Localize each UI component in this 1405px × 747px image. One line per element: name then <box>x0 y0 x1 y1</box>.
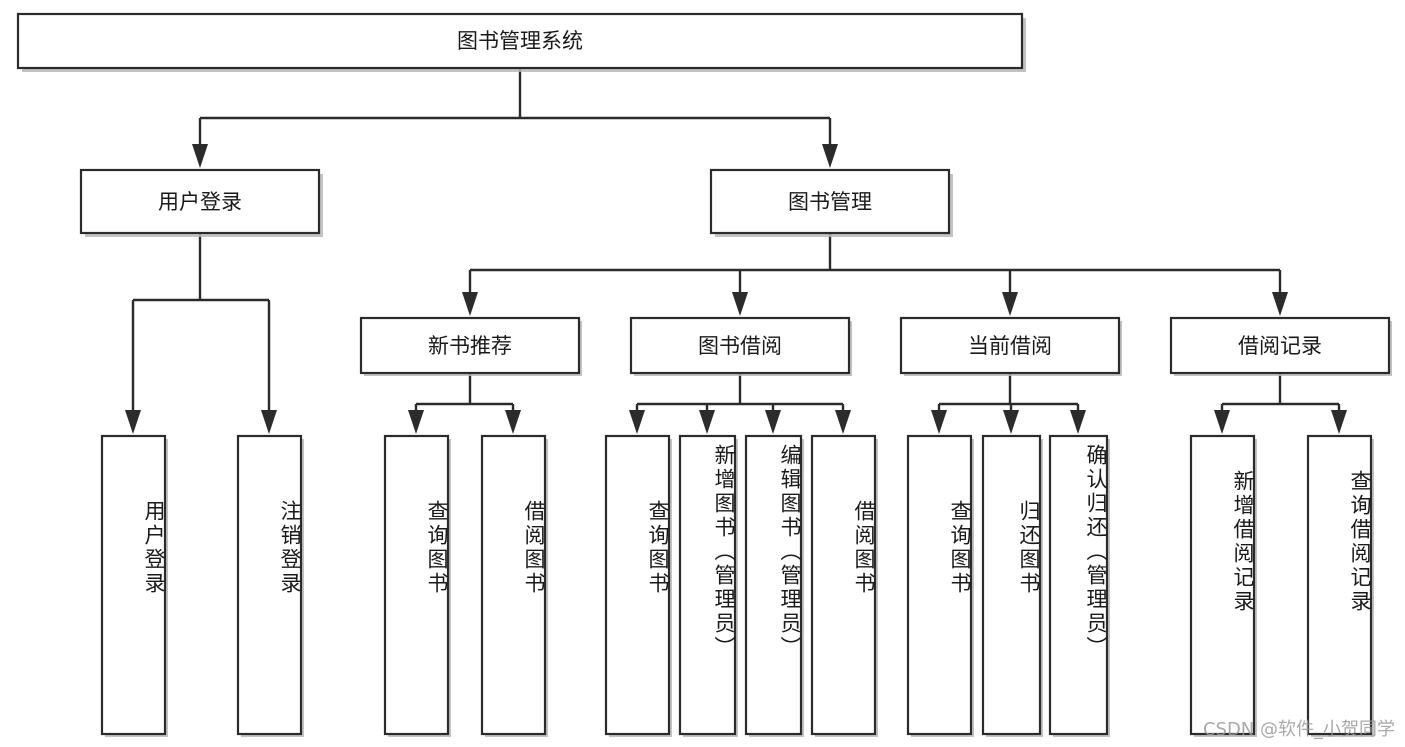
leaf-query-book-borrow-rect <box>604 434 671 736</box>
node-root-rect <box>16 12 1024 70</box>
arrow-leaf-borrow-book-icon <box>835 410 851 434</box>
leaf-node-query-borrow-record[interactable] <box>1306 434 1374 737</box>
node-book-manage[interactable]: 图书管理 <box>709 168 953 237</box>
leaf-node-borrow-book[interactable] <box>810 434 878 737</box>
leaf-query-borrow-record-rect <box>1306 434 1373 736</box>
node-root-label: 图书管理系统 <box>457 29 583 53</box>
arrow-leaf-query-borrow-record-icon <box>1331 410 1347 434</box>
arrow-leaf-confirm-return-admin-icon <box>1070 410 1086 434</box>
leaf-query-book-current-rect <box>906 434 973 736</box>
node-user-login-label: 用户登录 <box>158 190 242 214</box>
leaf-logout-login-rect <box>236 434 303 736</box>
leaf-node-add-borrow-record[interactable] <box>1189 434 1257 737</box>
leaf-return-book-rect <box>981 434 1042 736</box>
node-layer: 图书管理系统 用户登录 图书管理 新书推荐 <box>16 12 1392 737</box>
node-book-manage-rect <box>709 168 951 235</box>
arrow-leaf-user-login-icon <box>125 410 141 434</box>
node-user-login-rect <box>79 168 321 235</box>
node-new-book-rec[interactable]: 新书推荐 <box>359 316 582 376</box>
leaf-node-borrow-book-rec[interactable] <box>480 434 548 737</box>
leaf-add-book-admin-rect <box>678 434 737 736</box>
arrow-to-book-manage-icon <box>822 144 838 168</box>
leaf-borrow-book-rec-rect <box>480 434 547 736</box>
node-current-borrow[interactable]: 当前借阅 <box>899 316 1122 376</box>
node-book-borrow[interactable]: 图书借阅 <box>629 316 852 376</box>
node-user-login[interactable]: 用户登录 <box>79 168 323 237</box>
arrow-leaf-return-book-icon <box>1003 410 1019 434</box>
leaf-node-confirm-return-admin[interactable] <box>1048 434 1110 737</box>
node-book-manage-label: 图书管理 <box>788 190 872 214</box>
node-borrow-record[interactable]: 借阅记录 <box>1169 316 1392 376</box>
arrow-leaf-query-book-rec-icon <box>408 410 424 434</box>
leaf-node-query-book-borrow[interactable] <box>604 434 672 737</box>
csdn-watermark: CSDN @软件_小贺同学 <box>1202 719 1395 740</box>
node-new-book-rec-label: 新书推荐 <box>428 334 512 358</box>
leaf-node-edit-book-admin[interactable] <box>744 434 804 737</box>
leaf-node-user-login[interactable] <box>100 434 168 737</box>
arrow-leaf-edit-book-admin-icon <box>765 410 781 434</box>
node-root[interactable]: 图书管理系统 <box>16 12 1026 72</box>
leaf-confirm-return-admin-rect <box>1048 434 1109 736</box>
arrow-to-new-book-rec-icon <box>462 292 478 316</box>
node-new-book-rec-rect <box>359 316 581 375</box>
arrow-leaf-query-book-borrow-icon <box>629 410 645 434</box>
node-current-borrow-label: 当前借阅 <box>968 334 1052 358</box>
arrow-to-user-login-icon <box>192 144 208 168</box>
leaf-edit-book-admin-rect <box>744 434 803 736</box>
node-book-borrow-label: 图书借阅 <box>698 334 782 358</box>
arrow-leaf-query-book-current-icon <box>931 410 947 434</box>
leaf-borrow-book-rect <box>810 434 877 736</box>
arrow-to-current-borrow-icon <box>1002 292 1018 316</box>
arrow-leaf-add-borrow-record-icon <box>1214 410 1230 434</box>
node-current-borrow-rect <box>899 316 1121 375</box>
arrow-leaf-add-book-admin-icon <box>699 410 715 434</box>
leaf-node-return-book[interactable] <box>981 434 1043 737</box>
leaf-node-logout-login[interactable] <box>236 434 304 737</box>
leaf-node-add-book-admin[interactable] <box>678 434 738 737</box>
arrow-to-book-borrow-icon <box>732 292 748 316</box>
node-borrow-record-rect <box>1169 316 1391 375</box>
node-book-borrow-rect <box>629 316 851 375</box>
connector-layer <box>125 68 1347 434</box>
leaf-node-query-book-current[interactable] <box>906 434 974 737</box>
leaf-user-login-rect <box>100 434 167 736</box>
leaf-add-borrow-record-rect <box>1189 434 1256 736</box>
leaf-node-query-book-rec[interactable] <box>383 434 451 737</box>
node-borrow-record-label: 借阅记录 <box>1238 334 1322 358</box>
leaf-query-book-rec-rect <box>383 434 450 736</box>
arrow-leaf-borrow-book-rec-icon <box>505 410 521 434</box>
leaf-node-layer <box>100 434 1374 737</box>
arrow-to-borrow-record-icon <box>1272 292 1288 316</box>
arrow-leaf-logout-login-icon <box>261 410 277 434</box>
